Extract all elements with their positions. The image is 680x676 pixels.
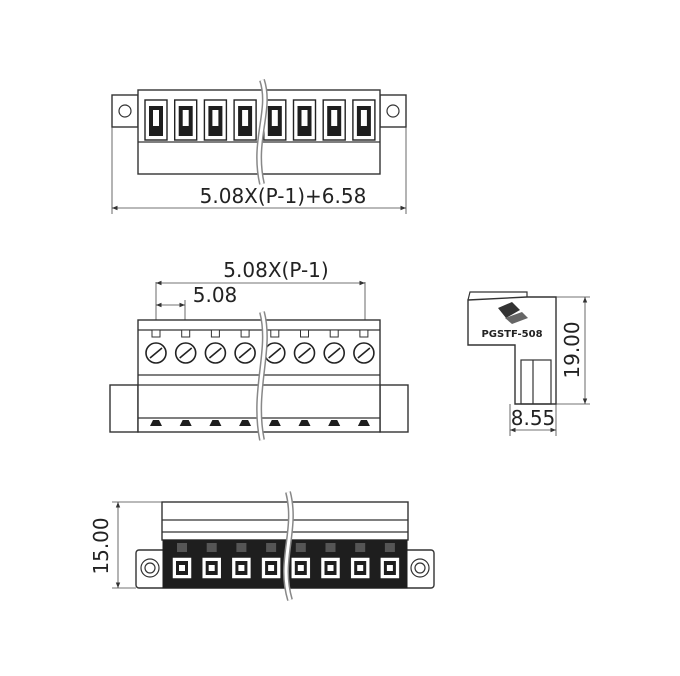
front-right-flange [379, 384, 409, 433]
bottom-contact [232, 543, 251, 579]
bottom-view: 15.00 [89, 491, 435, 601]
bottom-contact [321, 543, 340, 579]
wire-slot [233, 99, 257, 141]
top-wire-slots [144, 99, 376, 141]
bottom-right-hole-icon [410, 558, 430, 578]
screw-head-icon [323, 329, 346, 426]
wire-slot [292, 99, 317, 141]
bottom-contacts [172, 543, 400, 579]
wire-slot [203, 99, 228, 141]
wire-slot [144, 99, 168, 141]
top-view: 5.08X(P-1)+6.58 [111, 79, 407, 214]
bottom-top-plate [161, 501, 409, 541]
bottom-contact [261, 543, 281, 579]
screw-head-icon [353, 329, 375, 426]
right-mounting-hole-icon [386, 104, 400, 118]
side-height-dimension: 19.00 [560, 321, 584, 378]
wire-slot [173, 99, 198, 141]
wire-slot [263, 99, 287, 141]
front-screws [145, 329, 375, 426]
bottom-contact [202, 543, 221, 579]
side-view: PGSTF-508 19.00 8.55 [467, 291, 590, 436]
bottom-left-hole-icon [140, 558, 160, 578]
front-view: 5.08X(P-1) 5.08 [109, 258, 409, 441]
bottom-contact [380, 543, 400, 579]
screw-head-icon [204, 329, 227, 426]
bottom-height-dimension: 15.00 [89, 517, 113, 574]
part-number-label: PGSTF-508 [481, 329, 542, 340]
right-mounting-ear [379, 94, 407, 128]
left-mounting-ear [111, 94, 139, 128]
screw-head-icon [174, 329, 197, 426]
left-mounting-hole-icon [118, 104, 132, 118]
screw-head-icon [145, 329, 167, 426]
bottom-contact [291, 543, 311, 579]
wire-slot [322, 99, 346, 141]
bottom-contact [172, 543, 192, 579]
wire-slot [352, 99, 376, 141]
front-left-flange [109, 384, 139, 433]
screw-head-icon [293, 329, 316, 426]
screw-head-icon [234, 329, 256, 426]
brand-logo-icon [498, 302, 528, 324]
side-depth-dimension: 8.55 [511, 406, 556, 430]
pitch-dimension: 5.08 [193, 283, 238, 307]
overall-length-dimension: 5.08X(P-1)+6.58 [200, 184, 367, 208]
pin-span-dimension: 5.08X(P-1) [223, 258, 328, 282]
bottom-contact [350, 543, 370, 579]
